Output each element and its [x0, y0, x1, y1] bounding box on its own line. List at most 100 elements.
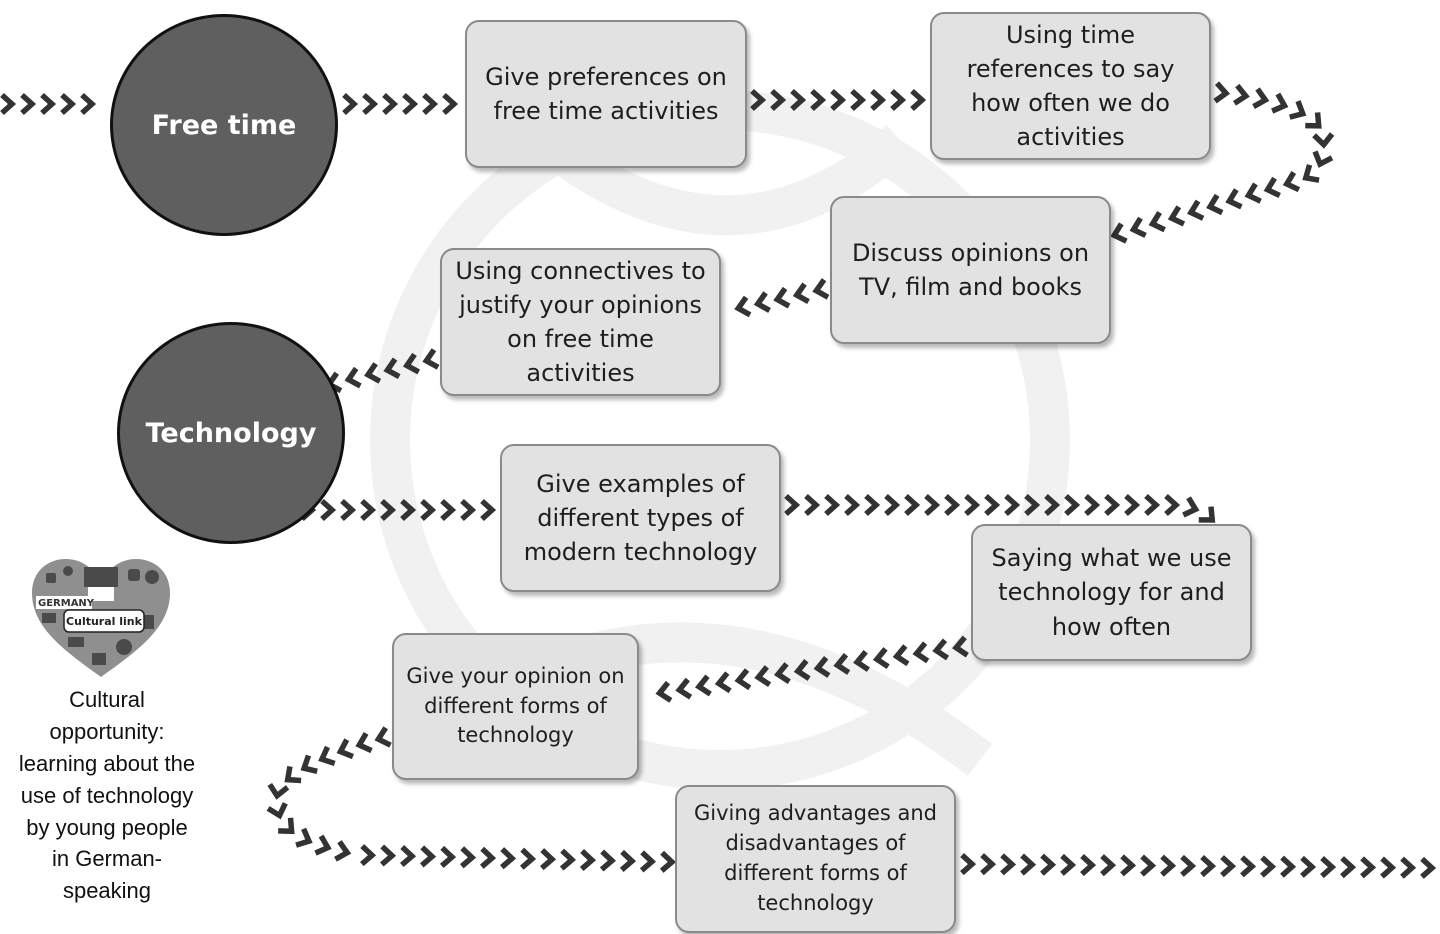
chevron-arrow — [334, 840, 352, 862]
chevron-arrow — [1100, 854, 1117, 877]
chevron-arrow — [1271, 92, 1289, 114]
chevron-arrow — [1044, 493, 1061, 517]
chevron-arrow — [655, 680, 673, 703]
chevron-arrow — [864, 493, 881, 517]
chevron-arrow — [1206, 193, 1224, 216]
step-box-connectives: Using connectives to justify your opinio… — [440, 248, 721, 396]
chevron-arrow — [402, 92, 419, 116]
chevron-arrow — [1213, 81, 1231, 104]
chevron-arrow — [480, 498, 497, 522]
chevron-arrow — [344, 366, 362, 389]
step-box-advantages: Giving advantages and disadvantages of d… — [675, 785, 956, 933]
chevron-arrow — [792, 282, 810, 305]
chevron-arrow — [540, 848, 557, 871]
chevron-arrow — [1320, 856, 1337, 879]
technology-node: Technology — [117, 322, 345, 544]
chevron-arrow — [924, 493, 941, 517]
chevron-arrow — [884, 493, 901, 517]
chevron-arrow — [830, 88, 847, 112]
chevron-arrow — [1220, 855, 1237, 878]
chevron-arrow — [284, 765, 302, 784]
step-text-preferences: Give preferences on free time activities — [485, 62, 727, 125]
chevron-arrow — [362, 92, 379, 116]
chevron-arrow — [964, 493, 981, 517]
chevron-arrow — [599, 849, 617, 872]
chevron-arrow — [850, 88, 867, 112]
chevron-arrow — [420, 498, 437, 522]
chevron-arrow — [1302, 164, 1320, 183]
chevron-arrow — [1289, 100, 1307, 120]
chevron-arrow — [340, 498, 357, 522]
chevron-arrow — [870, 88, 887, 112]
chevron-arrow — [804, 493, 821, 517]
chevron-arrow — [460, 846, 477, 869]
chevron-arrow — [750, 88, 767, 112]
logo-germany-text: GERMANY — [38, 598, 95, 609]
chevron-arrow — [1240, 855, 1257, 878]
logo-cultural-link-text: Cultural link — [66, 615, 143, 628]
chevron-arrow — [1252, 87, 1270, 109]
chevron-arrow — [960, 853, 977, 876]
chevron-arrow — [784, 493, 801, 517]
chevron-arrow — [1282, 171, 1301, 193]
step-text-connectives: Using connectives to justify your opinio… — [455, 256, 706, 388]
chevron-arrow — [520, 847, 537, 870]
step-box-preferences: Give preferences on free time activities — [465, 20, 747, 168]
chevron-arrow — [853, 650, 870, 672]
chevron-arrow — [833, 653, 851, 675]
chevron-arrow — [1225, 188, 1243, 210]
chevron-arrow — [1244, 182, 1262, 204]
chevron-arrow — [1148, 211, 1166, 233]
step-box-discuss-opinions: Discuss opinions on TV, film and books — [830, 196, 1111, 344]
chevron-arrow — [734, 295, 752, 318]
chevron-arrow — [1129, 216, 1147, 238]
chevron-arrow — [844, 493, 861, 517]
chevron-arrow — [1200, 855, 1217, 878]
chevron-arrow — [336, 738, 354, 760]
chevron-arrow — [1020, 853, 1037, 876]
chevron-arrow — [314, 834, 332, 856]
chevron-arrow — [1260, 855, 1277, 878]
chevron-arrow — [374, 726, 392, 748]
technology-label: Technology — [145, 417, 317, 449]
chevron-arrow — [734, 668, 752, 691]
chevron-arrow — [639, 850, 657, 873]
chevron-arrow — [944, 493, 961, 517]
chevron-arrow — [278, 817, 295, 835]
chevron-arrow — [400, 498, 417, 522]
chevron-arrow — [460, 498, 477, 522]
chevron-arrow — [267, 782, 290, 800]
chevron-arrow — [1380, 856, 1397, 879]
chevron-arrow — [932, 638, 950, 661]
step-text-time-references: Using time references to say how often w… — [966, 20, 1175, 152]
step-box-technology-types: Give examples of different types of mode… — [500, 444, 781, 592]
chevron-arrow — [1024, 493, 1041, 517]
chevron-arrow — [0, 92, 17, 116]
chevron-arrow — [1110, 222, 1128, 244]
chevron-arrow — [910, 88, 927, 112]
chevron-arrow — [1004, 493, 1021, 517]
chevron-arrow — [442, 92, 459, 116]
chevron-arrow — [753, 291, 771, 313]
chevron-arrow — [1144, 493, 1161, 517]
chevron-arrow — [1198, 506, 1216, 523]
chevron-arrow — [1400, 856, 1417, 879]
chevron-arrow — [1140, 854, 1157, 877]
chevron-arrow — [1263, 176, 1281, 198]
chevron-arrow — [1232, 83, 1250, 106]
chevron-arrow — [812, 278, 830, 300]
chevron-arrow — [773, 286, 791, 309]
chevron-arrow — [984, 493, 1001, 517]
chevron-arrow — [400, 844, 417, 868]
chevron-arrow — [480, 846, 497, 869]
chevron-arrow — [402, 352, 421, 375]
chevron-arrow — [810, 88, 827, 112]
step-text-technology-use: Saying what we use technology for and ho… — [991, 544, 1232, 641]
step-text-discuss-opinions: Discuss opinions on TV, film and books — [851, 238, 1090, 301]
chevron-arrow — [60, 92, 77, 116]
chevron-arrow — [1180, 854, 1197, 877]
chevron-arrow — [790, 88, 807, 112]
chevron-arrow — [1064, 493, 1081, 517]
chevron-arrow — [20, 92, 37, 116]
chevron-arrow — [1040, 853, 1057, 876]
